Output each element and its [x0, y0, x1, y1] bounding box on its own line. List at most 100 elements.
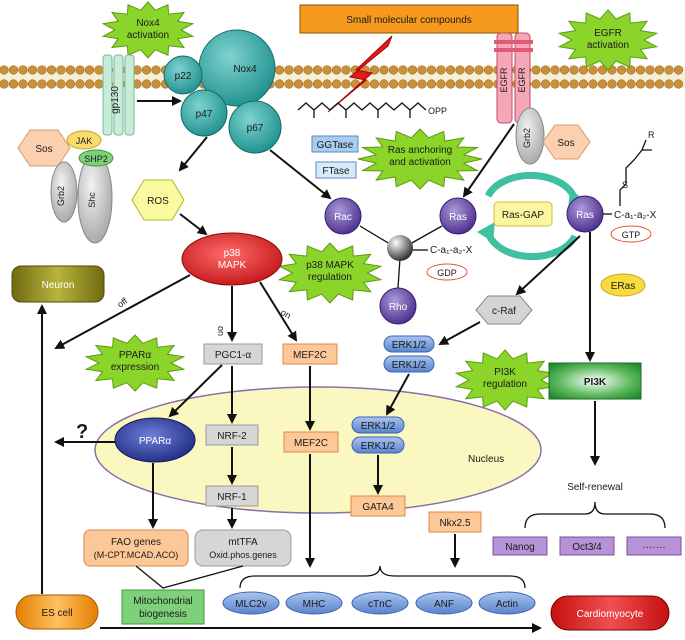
membrane-lipid-bead	[274, 65, 285, 75]
svg-text:Rho: Rho	[389, 302, 408, 313]
pgc1a-node: PGC1-α	[203, 343, 263, 365]
svg-text:and activation: and activation	[389, 157, 451, 168]
mitochondrial-biogenesis-node: Mitochondrial biogenesis	[121, 589, 205, 625]
svg-text:PI3K: PI3K	[494, 367, 516, 378]
gene-anf: ANF	[434, 599, 454, 610]
membrane-lipid-bead	[65, 79, 76, 89]
membrane-lipid-bead	[531, 79, 541, 89]
membrane-lipid-bead	[369, 79, 380, 89]
membrane-lipid-bead	[341, 79, 351, 89]
p38-regulation-starburst: p38 MAPK regulation	[277, 242, 383, 304]
svg-text:NRF-1: NRF-1	[217, 492, 247, 503]
gene-actin: Actin	[496, 599, 518, 610]
factor-oct34: Oct3/4	[572, 542, 602, 553]
membrane-lipid-bead	[673, 65, 684, 75]
ros-hexagon: ROS	[131, 179, 185, 221]
membrane-lipid-bead	[388, 65, 399, 75]
svg-text:regulation: regulation	[308, 272, 352, 283]
gene-ctnc: cTnC	[368, 599, 392, 610]
svg-text:Nox4: Nox4	[136, 18, 160, 29]
membrane-lipid-bead	[331, 65, 342, 75]
membrane-lipid-bead	[379, 65, 389, 75]
opp-label: OPP	[428, 106, 447, 116]
membrane-lipid-bead	[151, 79, 161, 89]
membrane-lipid-bead	[37, 79, 47, 89]
svg-text:ERas: ERas	[611, 281, 635, 292]
membrane-lipid-bead	[569, 79, 579, 89]
svg-text:p22: p22	[175, 71, 192, 82]
membrane-lipid-bead	[588, 79, 598, 89]
svg-text:ERK1/2: ERK1/2	[392, 340, 427, 351]
membrane-lipid-bead	[654, 65, 665, 75]
membrane-lipid-bead	[607, 79, 617, 89]
membrane-lipid-bead	[94, 65, 104, 75]
nrf2-node: NRF-2	[205, 424, 259, 446]
mef2c-nucleus: MEF2C	[283, 431, 339, 453]
membrane-lipid-bead	[141, 79, 152, 89]
membrane-lipid-bead	[341, 65, 351, 75]
svg-text:EGFR: EGFR	[517, 67, 527, 93]
gp130-receptor: gp130	[102, 54, 135, 136]
svg-text:Grb2: Grb2	[56, 186, 66, 206]
svg-text:ERK1/2: ERK1/2	[361, 441, 396, 452]
lightning-bolt-icon	[327, 35, 393, 113]
left-adapter-complex: Sos Grb2 Shc JAK SHP2	[17, 129, 114, 244]
ras-active-node: Ras C-a₁-a₂-X S R GTP	[566, 130, 657, 243]
pluripotency-factors: Nanog Oct3/4 ·······	[492, 536, 682, 556]
factor-nanog: Nanog	[505, 542, 534, 553]
nrf1-node: NRF-1	[205, 485, 259, 507]
svg-text:Ras: Ras	[576, 210, 594, 221]
svg-text:p38 MAPK: p38 MAPK	[306, 260, 354, 271]
membrane-lipid-bead	[445, 65, 456, 75]
pi3k-regulation-starburst: PI3K regulation	[454, 349, 556, 411]
membrane-lipid-bead	[654, 79, 665, 89]
svg-text:SHP2: SHP2	[84, 154, 108, 164]
svg-text:c-Raf: c-Raf	[492, 306, 516, 317]
gata4-node: GATA4	[350, 495, 406, 517]
svg-text:ROS: ROS	[147, 196, 169, 207]
membrane-lipid-bead	[559, 79, 570, 89]
membrane-lipid-bead	[455, 79, 465, 89]
nkx25-node: Nkx2.5	[428, 511, 482, 533]
membrane-lipid-bead	[303, 65, 313, 75]
membrane-lipid-bead	[626, 65, 636, 75]
svg-text:Cardiomyocyte: Cardiomyocyte	[577, 609, 644, 620]
membrane-lipid-bead	[27, 79, 38, 89]
membrane-lipid-bead	[141, 65, 152, 75]
membrane-lipid-bead	[664, 65, 674, 75]
membrane-lipid-bead	[18, 65, 28, 75]
membrane-lipid-bead	[398, 79, 408, 89]
membrane-lipid-bead	[597, 65, 608, 75]
membrane-lipid-bead	[673, 79, 684, 89]
self-renewal-label: Self-renewal	[567, 482, 623, 493]
membrane-lipid-bead	[8, 79, 19, 89]
svg-text:GATA4: GATA4	[362, 502, 394, 513]
edge-label-on-right: on	[279, 307, 293, 321]
ppar-alpha-node: PPARα	[114, 417, 196, 463]
membrane-lipid-bead	[303, 79, 313, 89]
membrane-lipid-bead	[8, 65, 19, 75]
membrane-lipid-bead	[369, 65, 380, 75]
svg-text:GGTase: GGTase	[317, 140, 354, 151]
membrane-lipid-bead	[46, 79, 57, 89]
gene-mhc: MHC	[303, 599, 326, 610]
membrane-lipid-bead	[0, 65, 9, 75]
ras-node: Ras	[439, 197, 477, 235]
membrane-lipid-bead	[388, 79, 399, 89]
membrane-lipid-bead	[474, 65, 484, 75]
membrane-lipid-bead	[635, 79, 646, 89]
svg-text:Shc: Shc	[87, 192, 97, 208]
svg-text:Nox4: Nox4	[233, 64, 257, 75]
svg-text:Oxid.phos.genes: Oxid.phos.genes	[209, 550, 277, 560]
membrane-lipid-bead	[550, 65, 560, 75]
membrane-lipid-bead	[531, 65, 541, 75]
svg-text:MEF2C: MEF2C	[294, 438, 328, 449]
svg-text:Sos: Sos	[35, 144, 52, 155]
membrane-lipid-bead	[284, 65, 294, 75]
svg-text:NRF-2: NRF-2	[217, 431, 247, 442]
svg-text:Grb2: Grb2	[522, 128, 532, 148]
gene-mlc2v: MLC2v	[235, 599, 267, 610]
nox4-activation-starburst: Nox4 activation	[101, 1, 195, 59]
membrane-lipid-bead	[588, 65, 598, 75]
membrane-lipid-bead	[569, 65, 579, 75]
